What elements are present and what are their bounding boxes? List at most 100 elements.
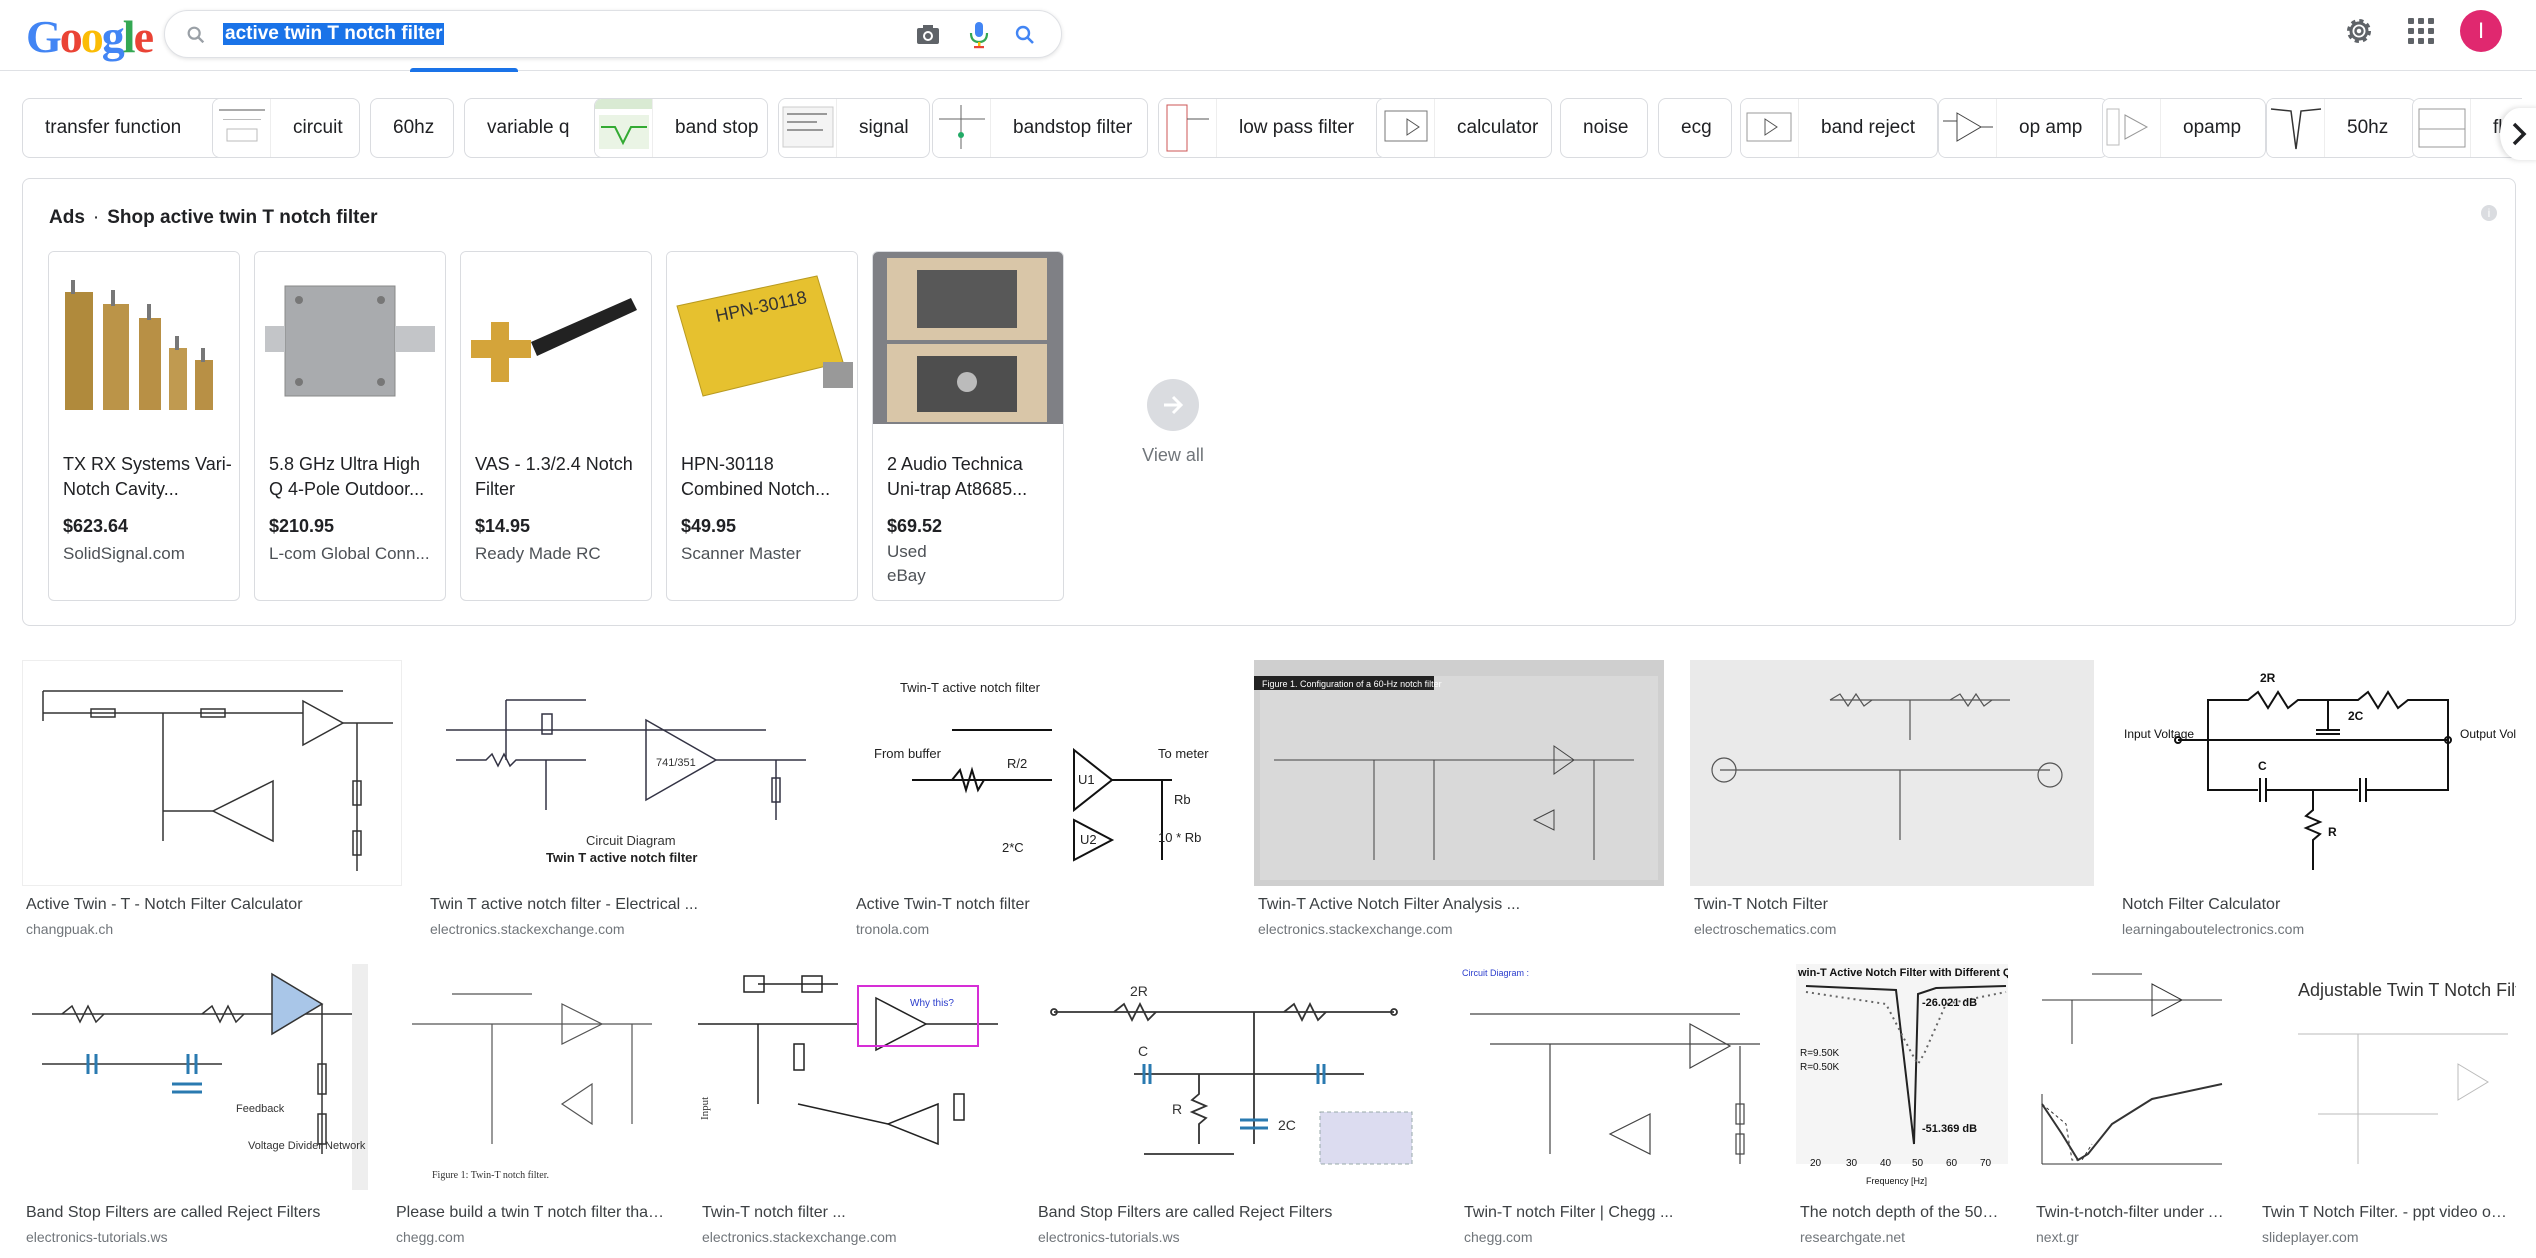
image-result[interactable]: Figure 1. Configuration of a 60-Hz notch… bbox=[1254, 660, 1664, 940]
chip-transfer-function[interactable]: transfer function bbox=[22, 98, 226, 158]
chip-thumbnail bbox=[2267, 99, 2325, 157]
chip-bandstop-filter[interactable]: bandstop filter bbox=[932, 98, 1148, 158]
svg-text:U1: U1 bbox=[1078, 772, 1095, 787]
svg-text:Figure 1: Twin-T notch filter.: Figure 1: Twin-T notch filter. bbox=[432, 1170, 549, 1181]
svg-text:U2: U2 bbox=[1080, 832, 1097, 847]
search-submit-icon[interactable] bbox=[1013, 23, 1037, 47]
chip-signal[interactable]: signal bbox=[778, 98, 930, 158]
result-thumbnail bbox=[1690, 660, 2094, 886]
image-result[interactable]: Input Voltage Output Voltage 2R 2C C R N… bbox=[2118, 660, 2516, 940]
product-card[interactable]: TX RX Systems Vari-Notch Cavity... $623.… bbox=[48, 251, 240, 601]
svg-text:2R: 2R bbox=[1130, 983, 1148, 999]
product-card[interactable]: HPN-30118 HPN-30118 Combined Notch... $4… bbox=[666, 251, 858, 601]
chevron-right-icon bbox=[2512, 122, 2527, 146]
svg-text:2C: 2C bbox=[2348, 709, 2364, 723]
svg-text:Input: Input bbox=[699, 1097, 711, 1120]
result-thumbnail: win-T Active Notch Filter with Different… bbox=[1796, 964, 2008, 1190]
image-result[interactable]: Twin-T active notch filter From buffer T… bbox=[852, 660, 1228, 940]
chip-thumbnail bbox=[1159, 99, 1217, 157]
search-icon bbox=[187, 26, 205, 44]
result-thumbnail: Circuit Diagram : bbox=[1460, 964, 1772, 1190]
image-result[interactable]: win-T Active Notch Filter with Different… bbox=[1796, 964, 2008, 1248]
chip-op-amp[interactable]: op amp bbox=[1938, 98, 2108, 158]
product-image bbox=[49, 252, 239, 424]
search-input[interactable]: active twin T notch filter bbox=[223, 23, 445, 45]
microphone-icon[interactable] bbox=[969, 21, 989, 49]
svg-text:R/2: R/2 bbox=[1007, 756, 1027, 771]
svg-text:Output Voltage: Output Voltage bbox=[2460, 727, 2516, 741]
view-all-button[interactable]: View all bbox=[1123, 379, 1223, 466]
image-result[interactable]: 741/351 Circuit Diagram Twin T active no… bbox=[426, 660, 828, 940]
result-thumbnail: Figure 1: Twin-T notch filter. bbox=[392, 964, 674, 1190]
image-result[interactable]: Figure 1: Twin-T notch filter. Please bu… bbox=[392, 964, 674, 1248]
svg-text:C: C bbox=[1138, 1043, 1148, 1059]
svg-text:Adjustable Twin T Notch Filter: Adjustable Twin T Notch Filter bbox=[2298, 980, 2516, 1000]
svg-text:50: 50 bbox=[1912, 1158, 1924, 1169]
svg-text:30: 30 bbox=[1846, 1158, 1858, 1169]
svg-text:20: 20 bbox=[1810, 1158, 1822, 1169]
svg-text:R=0.50K: R=0.50K bbox=[1800, 1062, 1840, 1073]
product-image: HPN-30118 bbox=[667, 252, 857, 424]
svg-text:Circuit Diagram :: Circuit Diagram : bbox=[1462, 968, 1529, 978]
svg-text:Rb: Rb bbox=[1174, 792, 1191, 807]
chip-60hz[interactable]: 60hz bbox=[370, 98, 454, 158]
result-thumbnail bbox=[22, 660, 402, 886]
info-icon[interactable]: i bbox=[2481, 205, 2497, 221]
result-thumbnail: Why this? Input bbox=[698, 964, 1008, 1190]
svg-text:70: 70 bbox=[1980, 1158, 1992, 1169]
image-result[interactable]: Feedback Voltage Divider Network Band St… bbox=[22, 964, 368, 1248]
product-card[interactable]: 2 Audio Technica Uni-trap At8685... $69.… bbox=[872, 251, 1064, 601]
image-result[interactable]: Adjustable Twin T Notch Filter Twin T No… bbox=[2258, 964, 2516, 1248]
settings-gear-icon[interactable] bbox=[2344, 16, 2374, 46]
search-box[interactable]: active twin T notch filter bbox=[164, 10, 1062, 58]
image-result[interactable]: Twin-t-notch-filter under A... next.gr bbox=[2032, 964, 2234, 1248]
chips-scroll-next-button[interactable] bbox=[2500, 108, 2536, 160]
product-card[interactable]: 5.8 GHz Ultra High Q 4-Pole Outdoor... $… bbox=[254, 251, 446, 601]
chip-circuit[interactable]: circuit bbox=[212, 98, 360, 158]
product-card[interactable]: VAS - 1.3/2.4 Notch Filter $14.95 Ready … bbox=[460, 251, 652, 601]
chip-ecg[interactable]: ecg bbox=[1658, 98, 1732, 158]
chip-calculator[interactable]: calculator bbox=[1376, 98, 1552, 158]
svg-text:Feedback: Feedback bbox=[236, 1103, 285, 1115]
svg-text:-26.021 dB: -26.021 dB bbox=[1922, 997, 1977, 1009]
svg-text:741/351: 741/351 bbox=[656, 757, 696, 769]
svg-text:Circuit Diagram: Circuit Diagram bbox=[586, 833, 676, 848]
svg-text:10 * Rb: 10 * Rb bbox=[1158, 830, 1201, 845]
ads-heading: Ads·Shop active twin T notch filter bbox=[49, 207, 378, 228]
image-result[interactable]: Circuit Diagram : Twin-T notch Filter | … bbox=[1460, 964, 1772, 1248]
google-apps-icon[interactable] bbox=[2408, 18, 2434, 44]
chip-band-reject[interactable]: band reject bbox=[1740, 98, 1938, 158]
svg-text:R: R bbox=[2328, 825, 2337, 839]
chip-thumbnail bbox=[1741, 99, 1799, 157]
image-result[interactable]: Why this? Input Twin-T notch filter ... … bbox=[698, 964, 1008, 1248]
svg-text:Twin T active notch filter: Twin T active notch filter bbox=[546, 850, 697, 865]
chip-thumbnail bbox=[595, 99, 653, 157]
chip-opamp[interactable]: opamp bbox=[2102, 98, 2266, 158]
chip-thumbnail bbox=[779, 99, 837, 157]
result-thumbnail: Feedback Voltage Divider Network bbox=[22, 964, 368, 1190]
chip-band-stop[interactable]: band stop bbox=[594, 98, 768, 158]
related-search-chips: transfer function circuit 60hz variable … bbox=[22, 98, 2522, 158]
svg-text:60: 60 bbox=[1946, 1158, 1958, 1169]
svg-text:Figure 1. Configuration of a 6: Figure 1. Configuration of a 60-Hz notch… bbox=[1262, 679, 1442, 689]
chip-thumbnail bbox=[1377, 99, 1435, 157]
account-avatar[interactable]: I bbox=[2460, 10, 2502, 52]
chip-noise[interactable]: noise bbox=[1560, 98, 1648, 158]
chip-low-pass-filter[interactable]: low pass filter bbox=[1158, 98, 1388, 158]
chip-variable-q[interactable]: variable q bbox=[464, 98, 608, 158]
chip-thumbnail bbox=[213, 99, 271, 157]
svg-text:Voltage Divider Network: Voltage Divider Network bbox=[248, 1140, 366, 1152]
camera-icon[interactable] bbox=[915, 23, 941, 47]
image-result[interactable]: Twin-T Notch Filter electroschematics.co… bbox=[1690, 660, 2094, 940]
header-divider bbox=[0, 70, 2536, 71]
shopping-ads-panel: Ads·Shop active twin T notch filter i TX… bbox=[22, 178, 2516, 626]
image-result[interactable]: 2R 2C C R Band Stop Filters are called R… bbox=[1034, 964, 1436, 1248]
svg-text:40: 40 bbox=[1880, 1158, 1892, 1169]
svg-text:To meter: To meter bbox=[1158, 746, 1209, 761]
result-thumbnail bbox=[2032, 964, 2234, 1190]
svg-text:2C: 2C bbox=[1278, 1117, 1296, 1133]
image-result[interactable]: Active Twin - T - Notch Filter Calculato… bbox=[22, 660, 402, 940]
chip-50hz[interactable]: 50hz bbox=[2266, 98, 2416, 158]
